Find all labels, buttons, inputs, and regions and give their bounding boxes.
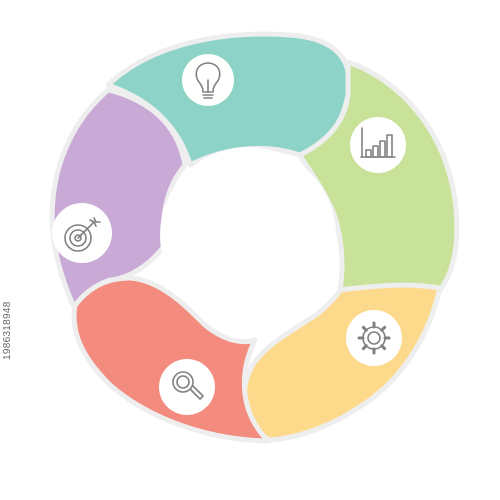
gear-icon [357,321,391,355]
target-icon [64,217,101,252]
icon-target [52,203,112,263]
lightbulb-icon [195,62,221,99]
gear-tooth [361,344,368,351]
icon-gear [346,310,402,366]
center-hole [160,147,336,323]
icon-bar-chart [350,117,406,173]
icon-magnifier [159,359,215,415]
segment-purple [49,87,188,310]
gear-tooth [361,325,368,332]
icon-lightbulb [182,54,234,106]
stock-id-label: 1986318948 [2,301,13,360]
bar-chart-icon [360,127,396,158]
gear-tooth [380,325,387,332]
magnifier-icon [172,371,204,400]
gear-tooth [380,344,387,351]
